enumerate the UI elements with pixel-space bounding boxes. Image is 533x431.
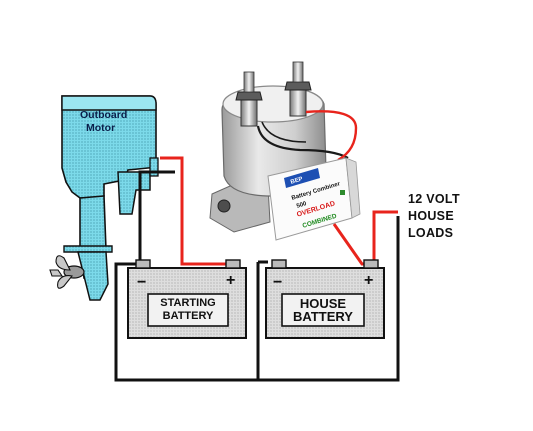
house-battery bbox=[265, 259, 385, 339]
outboard-motor-icon bbox=[49, 95, 159, 301]
black-wires bbox=[114, 170, 400, 382]
battery-combiner-icon bbox=[209, 61, 361, 241]
house-battery-negative: − bbox=[273, 274, 283, 291]
house-battery-label-line2: BATTERY bbox=[293, 309, 353, 324]
loads-label-line1: 12 VOLT bbox=[408, 192, 460, 206]
starting-battery-positive: + bbox=[226, 272, 236, 289]
loads-label-line3: LOADS bbox=[408, 226, 454, 240]
starting-battery-label-line1: STARTING bbox=[160, 297, 216, 309]
loads-label-line2: HOUSE bbox=[408, 209, 454, 223]
starting-battery-label-line2: BATTERY bbox=[162, 310, 214, 322]
starting-battery-negative: − bbox=[137, 274, 147, 291]
house-battery-label-line1: HOUSE bbox=[299, 296, 347, 311]
house-battery-positive: + bbox=[364, 272, 374, 289]
starting-battery bbox=[127, 259, 247, 339]
outboard-label-line2: Motor bbox=[86, 122, 116, 134]
outboard-label-line1: Outboard bbox=[80, 109, 128, 121]
